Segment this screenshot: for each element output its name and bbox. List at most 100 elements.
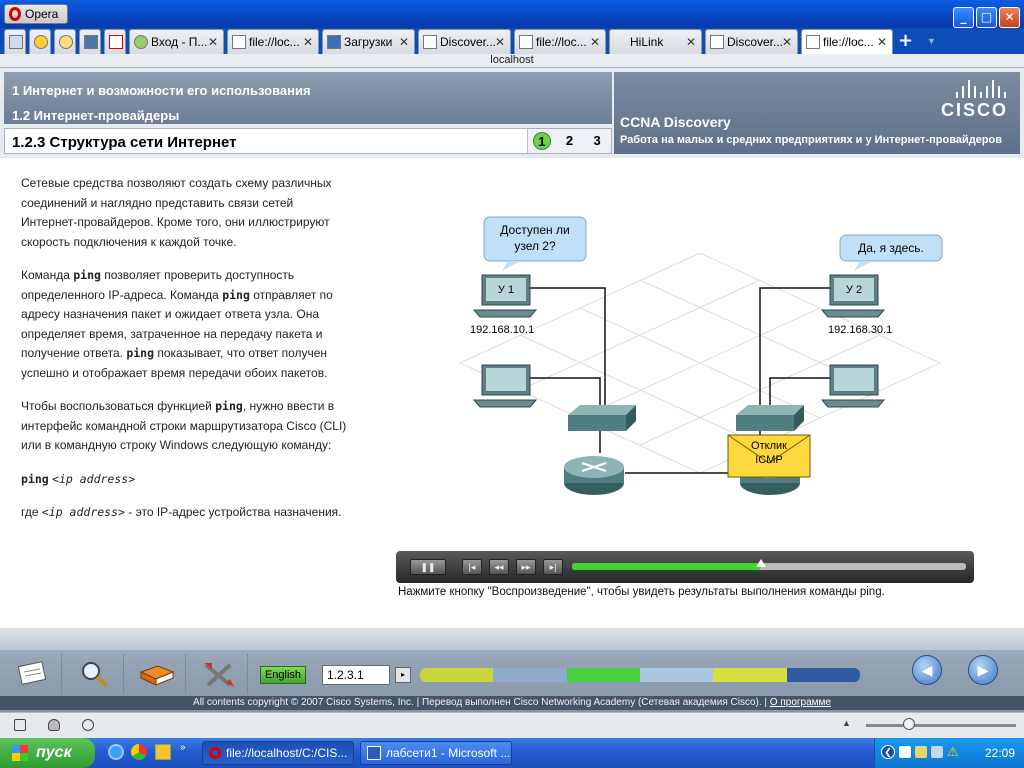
breadcrumb-panel: 1 Интернет и возможности его использован…	[4, 72, 612, 124]
opera-menu-button[interactable]: Opera	[4, 4, 68, 24]
close-tab-icon[interactable]: ✕	[589, 35, 600, 49]
tab-menu-chevron-icon[interactable]: ▼	[927, 36, 936, 46]
tab-login[interactable]: Вход - П...✕	[129, 29, 224, 54]
close-tab-icon[interactable]: ✕	[207, 35, 218, 49]
task-opera[interactable]: file://localhost/C:/CIS...	[202, 741, 354, 765]
last-frame-button[interactable]: ▸|	[543, 559, 563, 575]
new-tab-button[interactable]: +	[898, 30, 914, 51]
progress-fill	[572, 563, 762, 570]
tab-label: file://loc...	[536, 35, 587, 49]
tools-icon	[203, 663, 234, 687]
tab-file-1[interactable]: file://loc...✕	[227, 29, 319, 54]
glossary-button[interactable]	[4, 654, 62, 694]
course-name: CCNA Discovery	[620, 114, 731, 130]
quicklaunch-more-icon[interactable]: »	[180, 742, 186, 753]
zoom-slider-thumb[interactable]	[903, 718, 915, 730]
speed-dial-icon[interactable]	[82, 719, 94, 731]
tab-discovery-2[interactable]: Discover...✕	[705, 29, 798, 54]
windows-taskbar: пуск » file://localhost/C:/CIS... лабсет…	[0, 738, 1024, 768]
tray-network-icon[interactable]	[899, 746, 911, 758]
tab-mail[interactable]	[4, 29, 26, 54]
close-window-button[interactable]: ✕	[999, 7, 1020, 28]
host-2-ip: 192.168.30.1	[828, 324, 892, 336]
minimize-button[interactable]: _	[953, 7, 974, 28]
file-icon	[806, 35, 820, 49]
chrome-quicklaunch-icon[interactable]	[131, 744, 147, 760]
search-button[interactable]	[66, 654, 124, 694]
tab-search[interactable]	[54, 29, 76, 54]
page-number-input[interactable]: 1.2.3.1	[322, 665, 390, 685]
task-word[interactable]: лабсети1 - Microsoft ...	[360, 741, 512, 765]
paragraph-definition: где <ip address> - это IP-адрес устройст…	[21, 505, 342, 519]
close-tab-icon[interactable]: ✕	[781, 35, 792, 49]
page-2-button[interactable]: 2	[565, 133, 574, 148]
close-tab-icon[interactable]: ✕	[398, 35, 409, 49]
tab-opera-link[interactable]	[29, 29, 51, 54]
tools-button[interactable]	[190, 654, 248, 694]
page-1-button[interactable]: 1	[532, 132, 551, 150]
tray-usb-icon[interactable]	[931, 746, 943, 758]
title-bar: Opera _ □ ✕	[0, 0, 1024, 28]
tab-discovery-1[interactable]: Discover...✕	[418, 29, 511, 54]
panel-toggle-icon[interactable]	[14, 719, 26, 731]
progress-track[interactable]	[572, 563, 966, 570]
footer-strip	[0, 628, 1024, 650]
maximize-button[interactable]: □	[976, 7, 997, 28]
close-tab-icon[interactable]: ✕	[685, 35, 696, 49]
tab-file-2[interactable]: file://loc...✕	[514, 29, 606, 54]
tray-warning-icon[interactable]: ⚠	[947, 744, 959, 759]
animation-caption: Нажмите кнопку "Воспроизведение", чтобы …	[398, 586, 885, 598]
file-icon	[519, 35, 533, 49]
tab-yandex[interactable]	[104, 29, 126, 54]
opera-task-icon	[209, 747, 221, 759]
previous-page-button[interactable]: ◀	[912, 655, 942, 685]
host-1-label: У 1	[498, 284, 514, 296]
close-tab-icon[interactable]: ✕	[494, 35, 505, 49]
zoom-track[interactable]	[866, 724, 1016, 727]
media-quicklaunch-icon[interactable]	[155, 744, 171, 760]
progress-thumb[interactable]	[756, 559, 767, 567]
rewind-button[interactable]: ◂◂	[489, 559, 509, 575]
tray-folder-icon[interactable]	[915, 746, 927, 758]
book-icon	[139, 665, 174, 686]
start-button[interactable]: пуск	[0, 738, 95, 768]
turbo-cloud-icon[interactable]	[48, 719, 60, 731]
clock[interactable]: 22:09	[985, 746, 1016, 760]
opera-link-icon	[34, 35, 48, 49]
mail-icon	[9, 35, 23, 49]
cisco-logo-text: CISCO	[940, 100, 1008, 120]
fast-forward-button[interactable]: ▸▸	[516, 559, 536, 575]
brand-panel: CISCO CCNA Discovery Работа на малых и с…	[614, 72, 1020, 154]
host-2-label: У 2	[846, 284, 862, 296]
tab-hilink[interactable]: HiLink ✕	[609, 29, 702, 54]
ie-quicklaunch-icon[interactable]	[108, 744, 124, 760]
tab-bar: Вход - П...✕ file://loc...✕ Загрузки✕ Di…	[0, 28, 1024, 54]
next-page-button[interactable]: ▶	[968, 655, 998, 685]
progress-segment	[420, 668, 494, 682]
page-title: 1.2.3 Структура сети Интернет	[12, 134, 237, 151]
tray-expand-icon[interactable]: ❮	[881, 745, 895, 759]
tab-vk[interactable]	[79, 29, 101, 54]
tab-label: Discover...	[727, 35, 784, 49]
tab-file-active[interactable]: file://loc...✕	[801, 29, 893, 54]
page-3-button[interactable]: 3	[593, 133, 601, 148]
close-tab-icon[interactable]: ✕	[876, 35, 887, 49]
zoom-up-arrow-icon[interactable]: ▲	[842, 718, 851, 728]
envelope-line-1: Отклик	[751, 440, 787, 452]
tab-downloads[interactable]: Загрузки✕	[322, 29, 415, 54]
cisco-logo-icon	[956, 80, 1006, 98]
first-frame-button[interactable]: |◂	[462, 559, 482, 575]
go-to-page-button[interactable]: ▸	[395, 667, 411, 683]
language-button[interactable]: English	[260, 666, 306, 684]
close-tab-icon[interactable]: ✕	[302, 35, 313, 49]
pause-button[interactable]: ❚❚	[410, 559, 446, 575]
address-display[interactable]: localhost	[0, 54, 1024, 68]
tab-label: HiLink	[630, 35, 664, 49]
about-link[interactable]: О программе	[769, 697, 831, 708]
switch-left	[568, 405, 636, 431]
book-button[interactable]	[128, 654, 186, 694]
subchapter-title: 1.2 Интернет-провайдеры	[12, 108, 180, 123]
course-subtitle: Работа на малых и средних предприятиях и…	[620, 134, 1002, 146]
tab-label: Discover...	[440, 35, 497, 49]
